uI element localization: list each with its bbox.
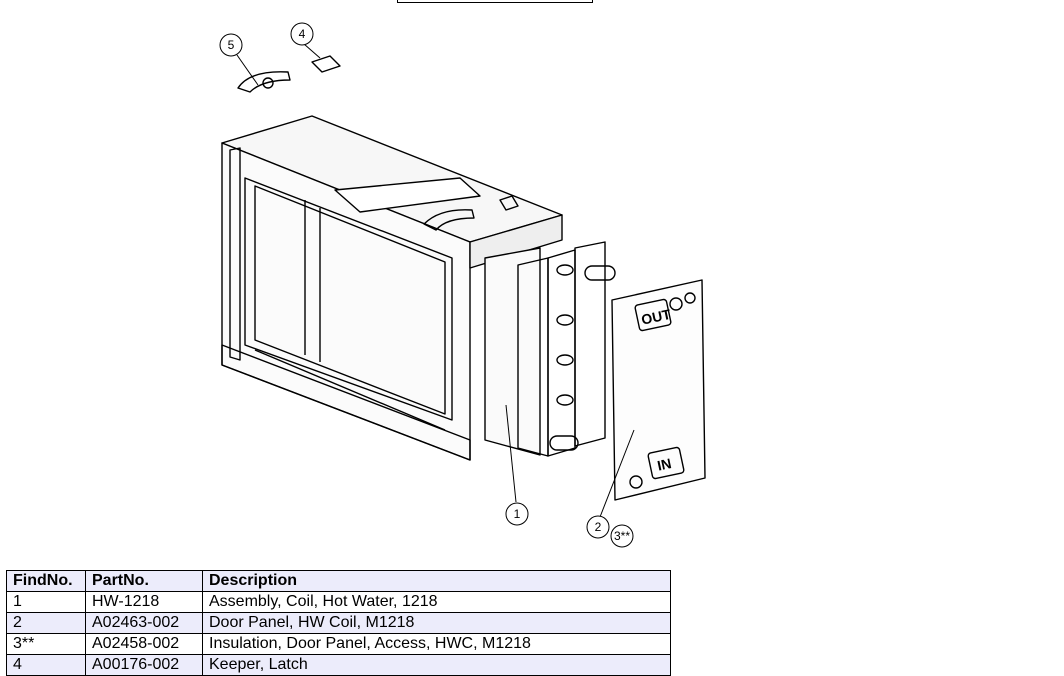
- callout-label-5: 5: [228, 38, 235, 52]
- coil-housing: [221, 115, 563, 461]
- leader-lines: [236, 43, 635, 518]
- table-header-row: FindNo. PartNo. Description: [6, 570, 671, 592]
- table-row: 2 A02463-002 Door Panel, HW Coil, M1218: [6, 612, 671, 634]
- callout-circle-3: [610, 524, 634, 548]
- column-header-description: Description: [202, 570, 671, 592]
- callout-circle-4: [290, 22, 314, 46]
- table-row: 3** A02458-002 Insulation, Door Panel, A…: [6, 633, 671, 655]
- cell-description: Insulation, Door Panel, Access, HWC, M12…: [202, 633, 671, 655]
- cell-description: Door Panel, HW Coil, M1218: [202, 612, 671, 634]
- cell-findno: 4: [6, 654, 86, 676]
- latch-part: [237, 71, 475, 231]
- panel-label-in: IN: [656, 455, 673, 474]
- cell-description: Keeper, Latch: [202, 654, 671, 676]
- column-header-findno: FindNo.: [6, 570, 86, 592]
- table-row: 1 HW-1218 Assembly, Coil, Hot Water, 121…: [6, 591, 671, 613]
- callout-label-1: 1: [514, 507, 521, 521]
- parts-list-table: FindNo. PartNo. Description 1 HW-1218 As…: [6, 570, 671, 676]
- callout-circle-5: [219, 33, 243, 57]
- table-row: 4 A00176-002 Keeper, Latch: [6, 654, 671, 676]
- cell-findno: 1: [6, 591, 86, 613]
- cell-findno: 3**: [6, 633, 86, 655]
- keeper-part: [311, 55, 519, 211]
- cell-partno: HW-1218: [85, 591, 203, 613]
- cell-partno: A00176-002: [85, 654, 203, 676]
- cell-partno: A02463-002: [85, 612, 203, 634]
- cell-partno: A02458-002: [85, 633, 203, 655]
- title-block-frame: [397, 0, 593, 3]
- callout-label-4: 4: [299, 27, 306, 41]
- callout-label-3: 3**: [614, 529, 630, 543]
- coil-body: [484, 241, 616, 457]
- door-panel: [611, 279, 706, 501]
- column-header-partno: PartNo.: [85, 570, 203, 592]
- cell-findno: 2: [6, 612, 86, 634]
- cell-description: Assembly, Coil, Hot Water, 1218: [202, 591, 671, 613]
- callout-circle-1: [505, 502, 529, 526]
- callout-circle-2: [586, 515, 610, 539]
- panel-label-out: OUT: [640, 306, 673, 328]
- callout-label-2: 2: [595, 520, 602, 534]
